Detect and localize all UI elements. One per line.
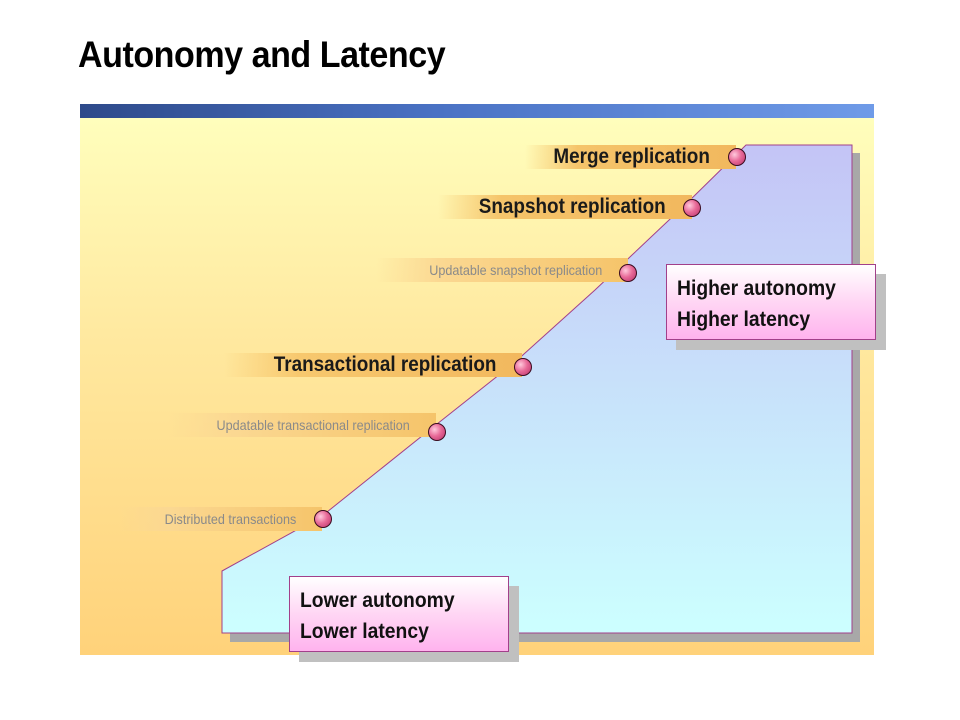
label-snapshot-replication: Snapshot replication [438,195,692,219]
label-transactional-replication: Transactional replication [224,353,522,377]
callout-higher: Higher autonomy Higher latency [666,264,876,340]
accent-bar [80,104,874,118]
label-distributed-transactions: Distributed transactions [118,507,322,531]
circle-marker-icon [728,148,746,166]
label-updatable-transactional-replication: Updatable transactional replication [168,413,436,437]
label-text: Snapshot replication [479,195,666,218]
callout-lower-autonomy: Lower autonomy [300,589,455,612]
callout-higher-latency: Higher latency [677,308,811,331]
label-text: Updatable transactional replication [216,417,410,433]
slide-title: Autonomy and Latency [78,34,446,75]
circle-marker-icon [514,358,532,376]
label-text: Updatable snapshot replication [428,262,602,278]
label-text: Transactional replication [273,353,496,376]
circle-marker-icon [619,264,637,282]
label-merge-replication: Merge replication [525,145,736,169]
callout-lower-latency: Lower latency [300,620,429,643]
label-text: Merge replication [553,145,710,168]
label-text: Distributed transactions [164,511,296,527]
label-updatable-snapshot-replication: Updatable snapshot replication [376,258,628,282]
circle-marker-icon [428,423,446,441]
callout-lower: Lower autonomy Lower latency [289,576,509,652]
circle-marker-icon [314,510,332,528]
callout-higher-autonomy: Higher autonomy [677,277,836,300]
circle-marker-icon [683,199,701,217]
